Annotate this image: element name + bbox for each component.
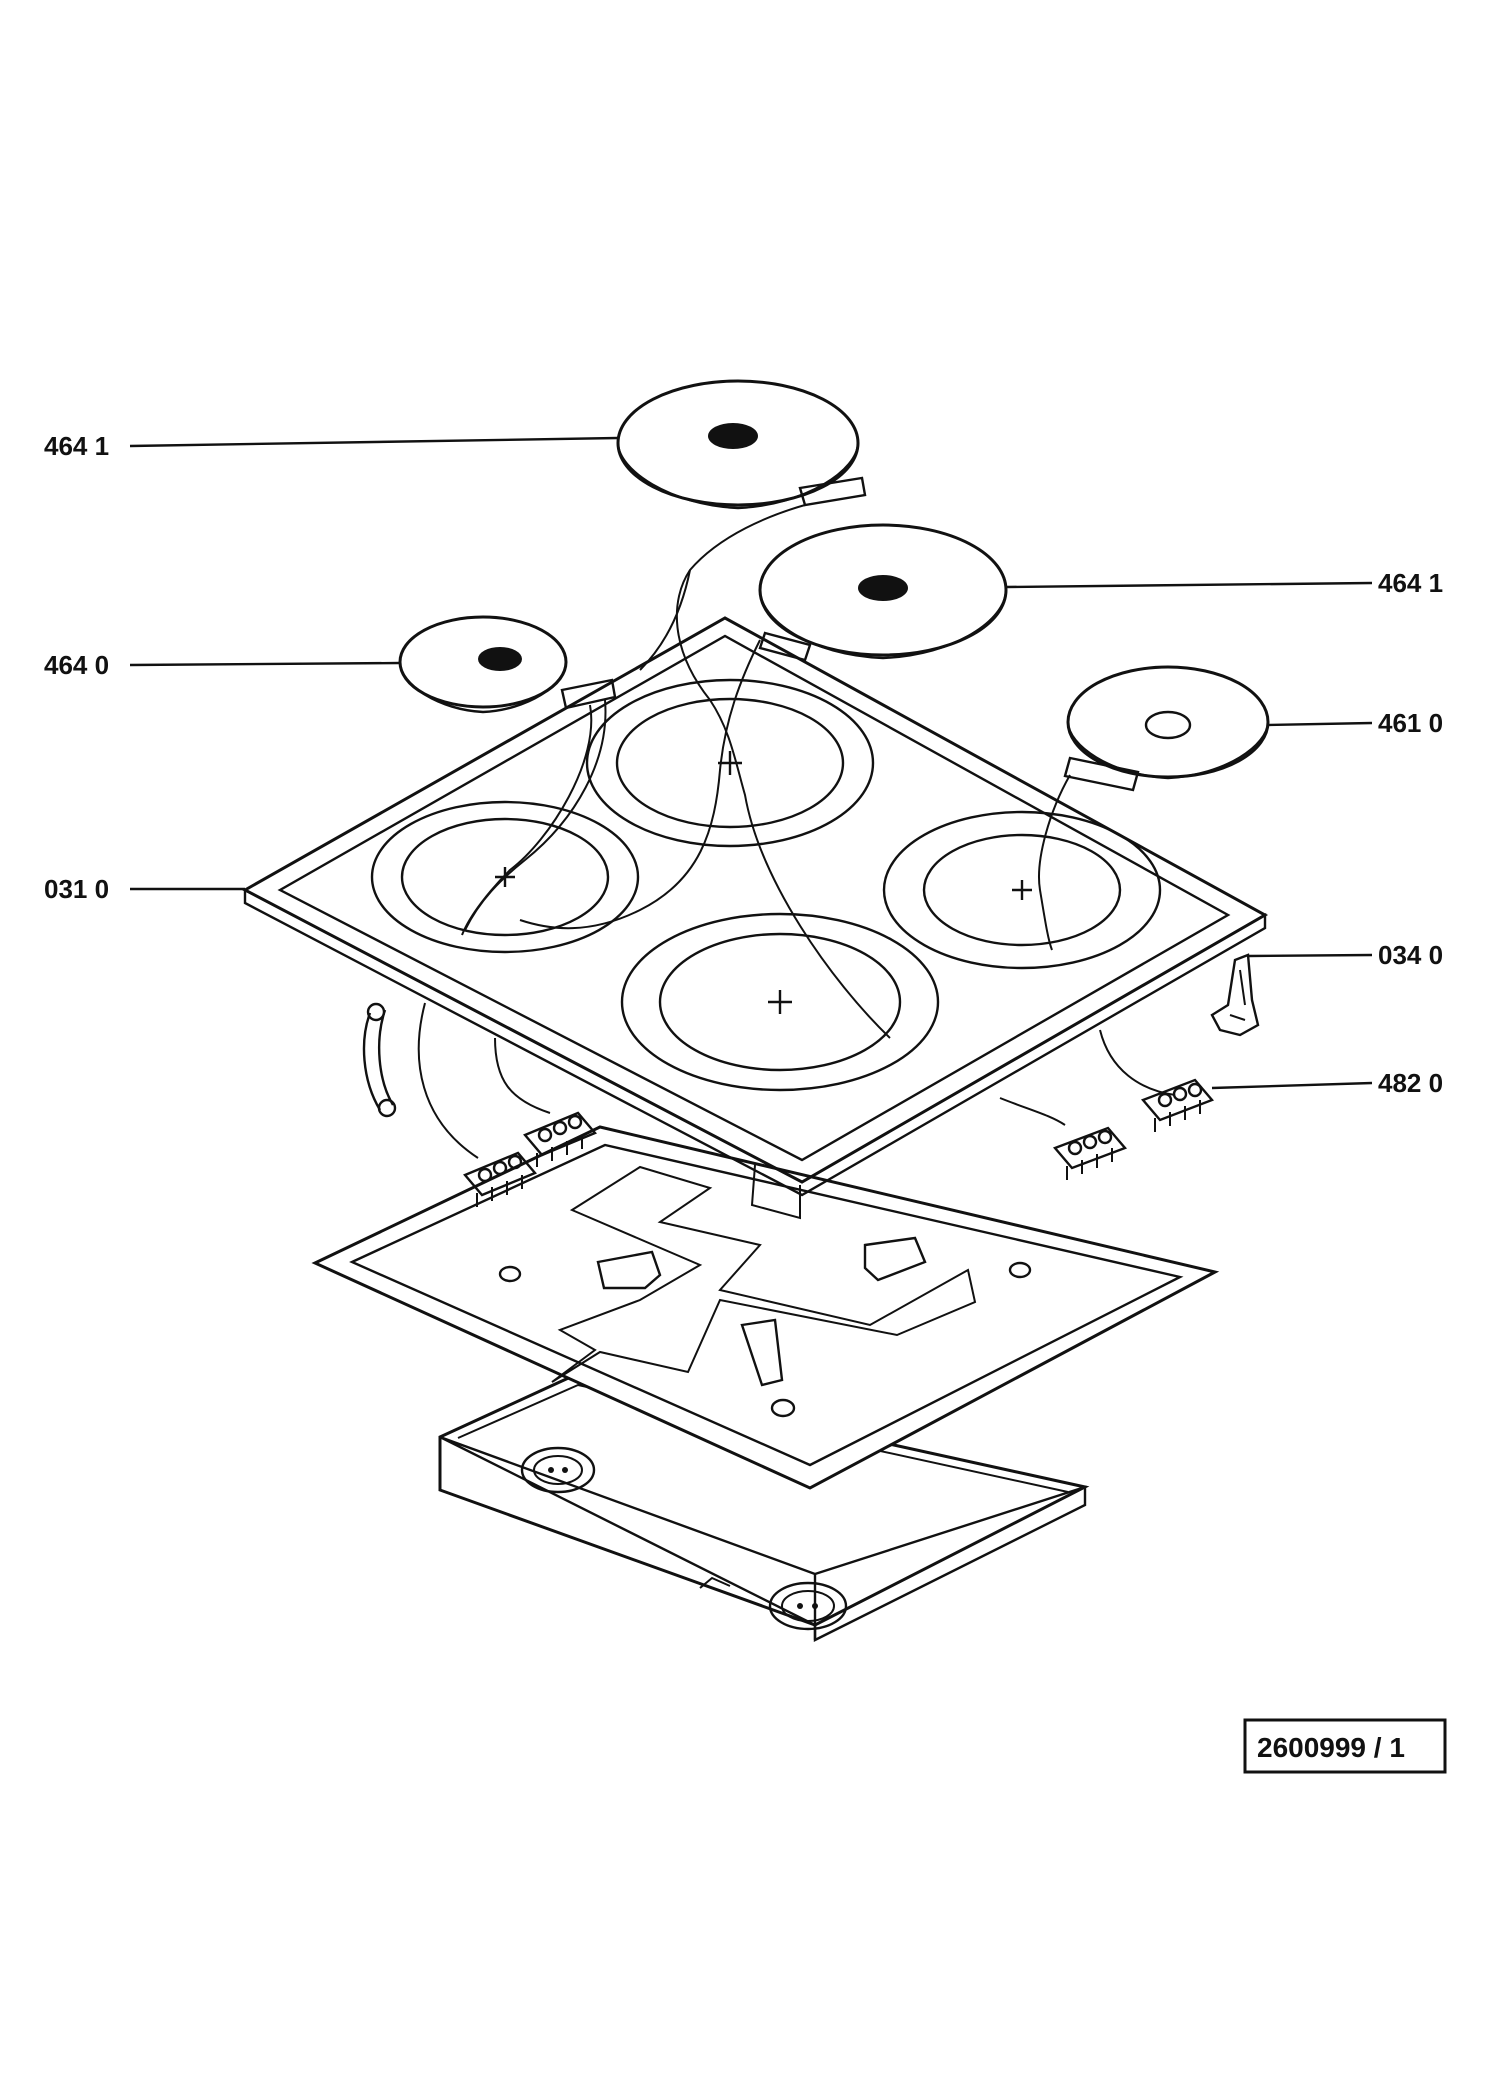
mounting-clip bbox=[1210, 953, 1260, 1037]
label-plate-small-right: 461 0 bbox=[1378, 708, 1443, 738]
cooking-zone-rear bbox=[585, 678, 875, 848]
label-terminal-block: 482 0 bbox=[1378, 1068, 1443, 1098]
seal-gasket bbox=[362, 1002, 397, 1118]
terminal-block-4 bbox=[463, 1151, 537, 1207]
cooking-zone-front bbox=[620, 912, 940, 1092]
reference-box: 2600999 / 1 bbox=[1243, 1718, 1447, 1774]
heating-plate-top bbox=[616, 379, 891, 1039]
leader-lines bbox=[129, 436, 1373, 1090]
heating-plate-left bbox=[398, 615, 617, 936]
terminal-block-1 bbox=[1140, 1078, 1215, 1132]
cooking-zone-right bbox=[882, 810, 1162, 970]
terminal-block-3 bbox=[523, 1111, 597, 1167]
label-plate-left: 464 0 bbox=[44, 650, 109, 680]
label-clip: 034 0 bbox=[1378, 940, 1443, 970]
heating-plate-right bbox=[519, 523, 1008, 930]
wiring bbox=[417, 1002, 1176, 1159]
label-plate-top: 464 1 bbox=[44, 431, 109, 461]
heating-plate-small-right bbox=[1038, 665, 1270, 951]
cooking-zone-front-left bbox=[370, 800, 640, 954]
bottom-tray bbox=[438, 1373, 1090, 1642]
label-plate-right: 464 1 bbox=[1378, 568, 1443, 598]
tray-foot-left bbox=[520, 1446, 596, 1494]
reference-number: 2600999 / 1 bbox=[1257, 1732, 1405, 1763]
tray-foot-right bbox=[768, 1581, 848, 1631]
support-plate bbox=[311, 1125, 1220, 1490]
label-glass-top: 031 0 bbox=[44, 874, 109, 904]
terminal-block-2 bbox=[1052, 1126, 1128, 1180]
part-labels: 464 1 464 1 464 0 461 0 031 0 034 0 482 … bbox=[44, 431, 1443, 1098]
glass-ceramic-top bbox=[241, 616, 1269, 1220]
